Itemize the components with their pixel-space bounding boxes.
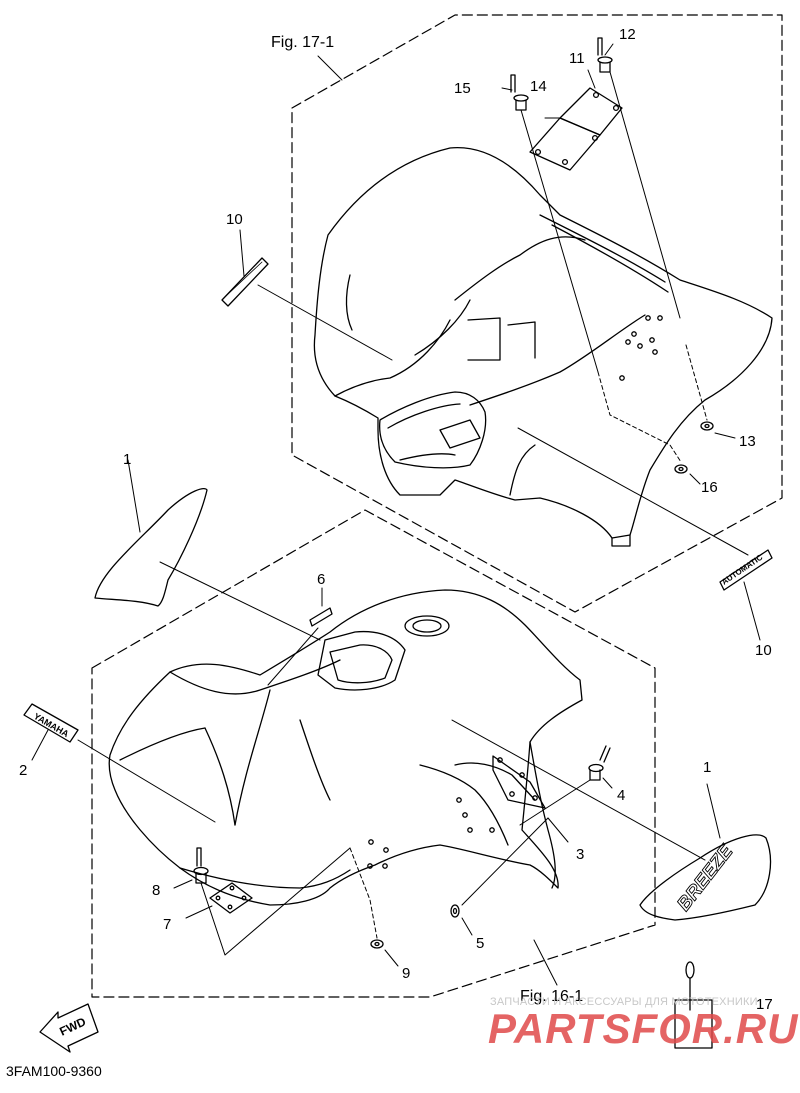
watermark-tagline: ЗАПЧАСТИ И АКСЕССУАРЫ ДЛЯ МОТОТЕХНИКИ [490,996,758,1008]
nut-16 [674,464,688,474]
fig-16-1-boundary [91,509,656,998]
callout-6: 6 [317,571,326,588]
callout-7: 7 [163,916,172,933]
breeze-decal-text: BREEZE [673,840,738,915]
nut-9 [370,939,384,949]
front-plate-7 [209,882,253,914]
rear-fender [313,146,773,547]
decal-10-automatic [719,549,773,591]
callout-15: 15 [454,80,471,97]
fwd-text: FWD [57,1014,88,1038]
callout-1-right: 1 [703,759,712,776]
callout-12: 12 [619,26,636,43]
side-panel-1-right [639,834,772,921]
callout-10-top: 10 [226,211,243,228]
callout-3: 3 [576,846,585,863]
decal-2-yamaha [23,703,79,743]
fig-17-1-label: Fig. 17-1 [268,35,338,51]
front-fender [108,589,583,906]
watermark-logo: PARTSFOR.RU [488,1005,799,1052]
callout-4: 4 [617,787,626,804]
callout-14: 14 [530,78,547,95]
fig-17-1-boundary [291,14,783,613]
callout-17: 17 [756,996,773,1013]
callout-13: 13 [739,433,756,450]
decal-6 [309,607,333,627]
rivet-12 [597,37,613,73]
rear-plate-14 [529,87,623,171]
callout-5: 5 [476,935,485,952]
callout-16: 16 [701,479,718,496]
rivet-15 [510,74,529,111]
callout-9: 9 [402,965,411,982]
automatic-decal-text: AUTOMATIC [720,553,764,587]
rivet-8 [193,847,209,884]
front-plate-3 [492,755,546,809]
callout-10-bottom: 10 [755,642,772,659]
part-17 [674,961,713,1049]
callout-1-left: 1 [123,451,132,468]
nut-13 [700,421,714,431]
side-panel-1-left [94,487,208,607]
nut-5 [450,904,460,918]
fwd-arrow-icon [39,1003,99,1053]
fig-16-1-label: Fig. 16-1 [517,989,587,1005]
decal-10-top [221,257,269,307]
callout-2: 2 [19,762,28,779]
callout-8: 8 [152,882,161,899]
rivet-4 [588,745,611,781]
callout-11: 11 [569,50,585,67]
diagram-code: 3FAM100-9360 [6,1063,102,1079]
